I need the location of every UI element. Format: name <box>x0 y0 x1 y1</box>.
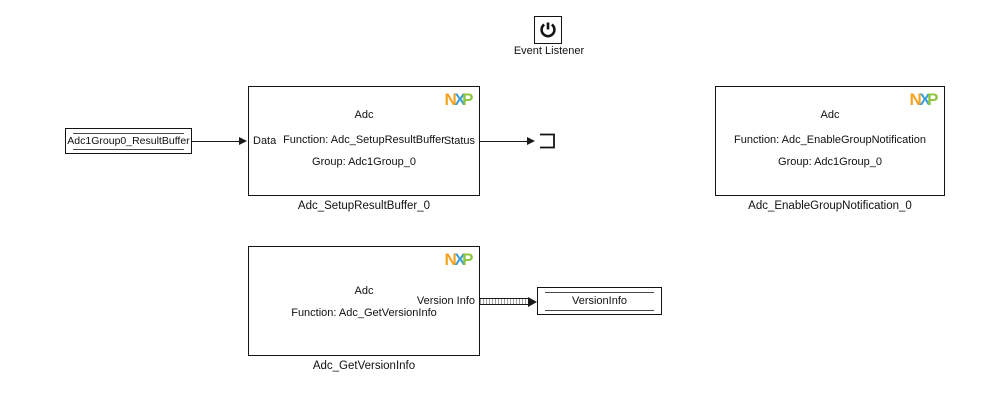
nxp-logo: NXP <box>444 90 474 110</box>
nxp-letter-x: X <box>454 90 465 109</box>
block-caption-enablegroupnotification: Adc_EnableGroupNotification_0 <box>748 200 912 212</box>
source-block-label: Adc1Group0_ResultBuffer <box>67 135 190 147</box>
nxp-letter-n: N <box>909 90 922 109</box>
block-title: Adc <box>354 285 374 297</box>
source-block-adc1group0-resultbuffer[interactable]: Adc1Group0_ResultBuffer <box>65 128 192 154</box>
block-caption-setupresultbuffer: Adc_SetupResultBuffer_0 <box>297 200 431 212</box>
arrowhead-into-setup <box>239 136 247 145</box>
event-listener-label: Event Listener <box>513 45 585 57</box>
wire-source-to-setup[interactable] <box>192 140 240 142</box>
output-port-label-versioninfo: Version Info <box>416 295 475 307</box>
block-adc-setupresultbuffer[interactable]: NXP Adc Function: Adc_SetupResultBuffer … <box>248 86 480 196</box>
block-group-line: Group: Adc1Group_0 <box>778 156 882 168</box>
nxp-letter-x: X <box>454 250 465 269</box>
nxp-letter-x: X <box>919 90 930 109</box>
nxp-letter-p: P <box>927 90 938 109</box>
block-adc-getversioninfo[interactable]: NXP Adc Function: Adc_GetVersionInfo Ver… <box>248 246 480 356</box>
block-caption-getversioninfo: Adc_GetVersionInfo <box>312 360 416 372</box>
event-listener-block[interactable] <box>534 16 562 44</box>
arrowhead-into-terminator <box>527 136 535 145</box>
input-port-label-data: Data <box>253 135 277 147</box>
terminator-icon[interactable] <box>537 132 557 150</box>
datastore-bottom-line <box>545 309 654 311</box>
block-title: Adc <box>354 109 374 121</box>
nxp-letter-n: N <box>444 250 457 269</box>
block-title: Adc <box>820 109 840 121</box>
sink-block-versioninfo[interactable]: VersionInfo <box>537 287 662 315</box>
nxp-letter-n: N <box>444 90 457 109</box>
bus-wire-versioninfo[interactable] <box>480 297 530 305</box>
arrowhead-into-versioninfo <box>528 296 537 307</box>
datastore-top-line <box>545 291 654 293</box>
nxp-letter-p: P <box>462 250 473 269</box>
nxp-logo: NXP <box>444 250 474 270</box>
block-function-line: Function: Adc_SetupResultBuffer <box>283 134 445 146</box>
block-function-line: Function: Adc_GetVersionInfo <box>291 307 437 319</box>
block-function-line: Function: Adc_EnableGroupNotification <box>733 134 926 146</box>
nxp-logo: NXP <box>909 90 939 110</box>
output-port-label-status: Status <box>443 135 475 147</box>
block-group-line: Group: Adc1Group_0 <box>312 156 416 168</box>
nxp-letter-p: P <box>462 90 473 109</box>
wire-status-to-terminator[interactable] <box>480 140 528 142</box>
datastore-bottom-line <box>73 148 184 150</box>
power-icon <box>538 20 558 40</box>
datastore-top-line <box>73 132 184 134</box>
block-adc-enablegroupnotification[interactable]: NXP Adc Function: Adc_EnableGroupNotific… <box>715 86 945 196</box>
sink-block-label: VersionInfo <box>571 295 628 307</box>
